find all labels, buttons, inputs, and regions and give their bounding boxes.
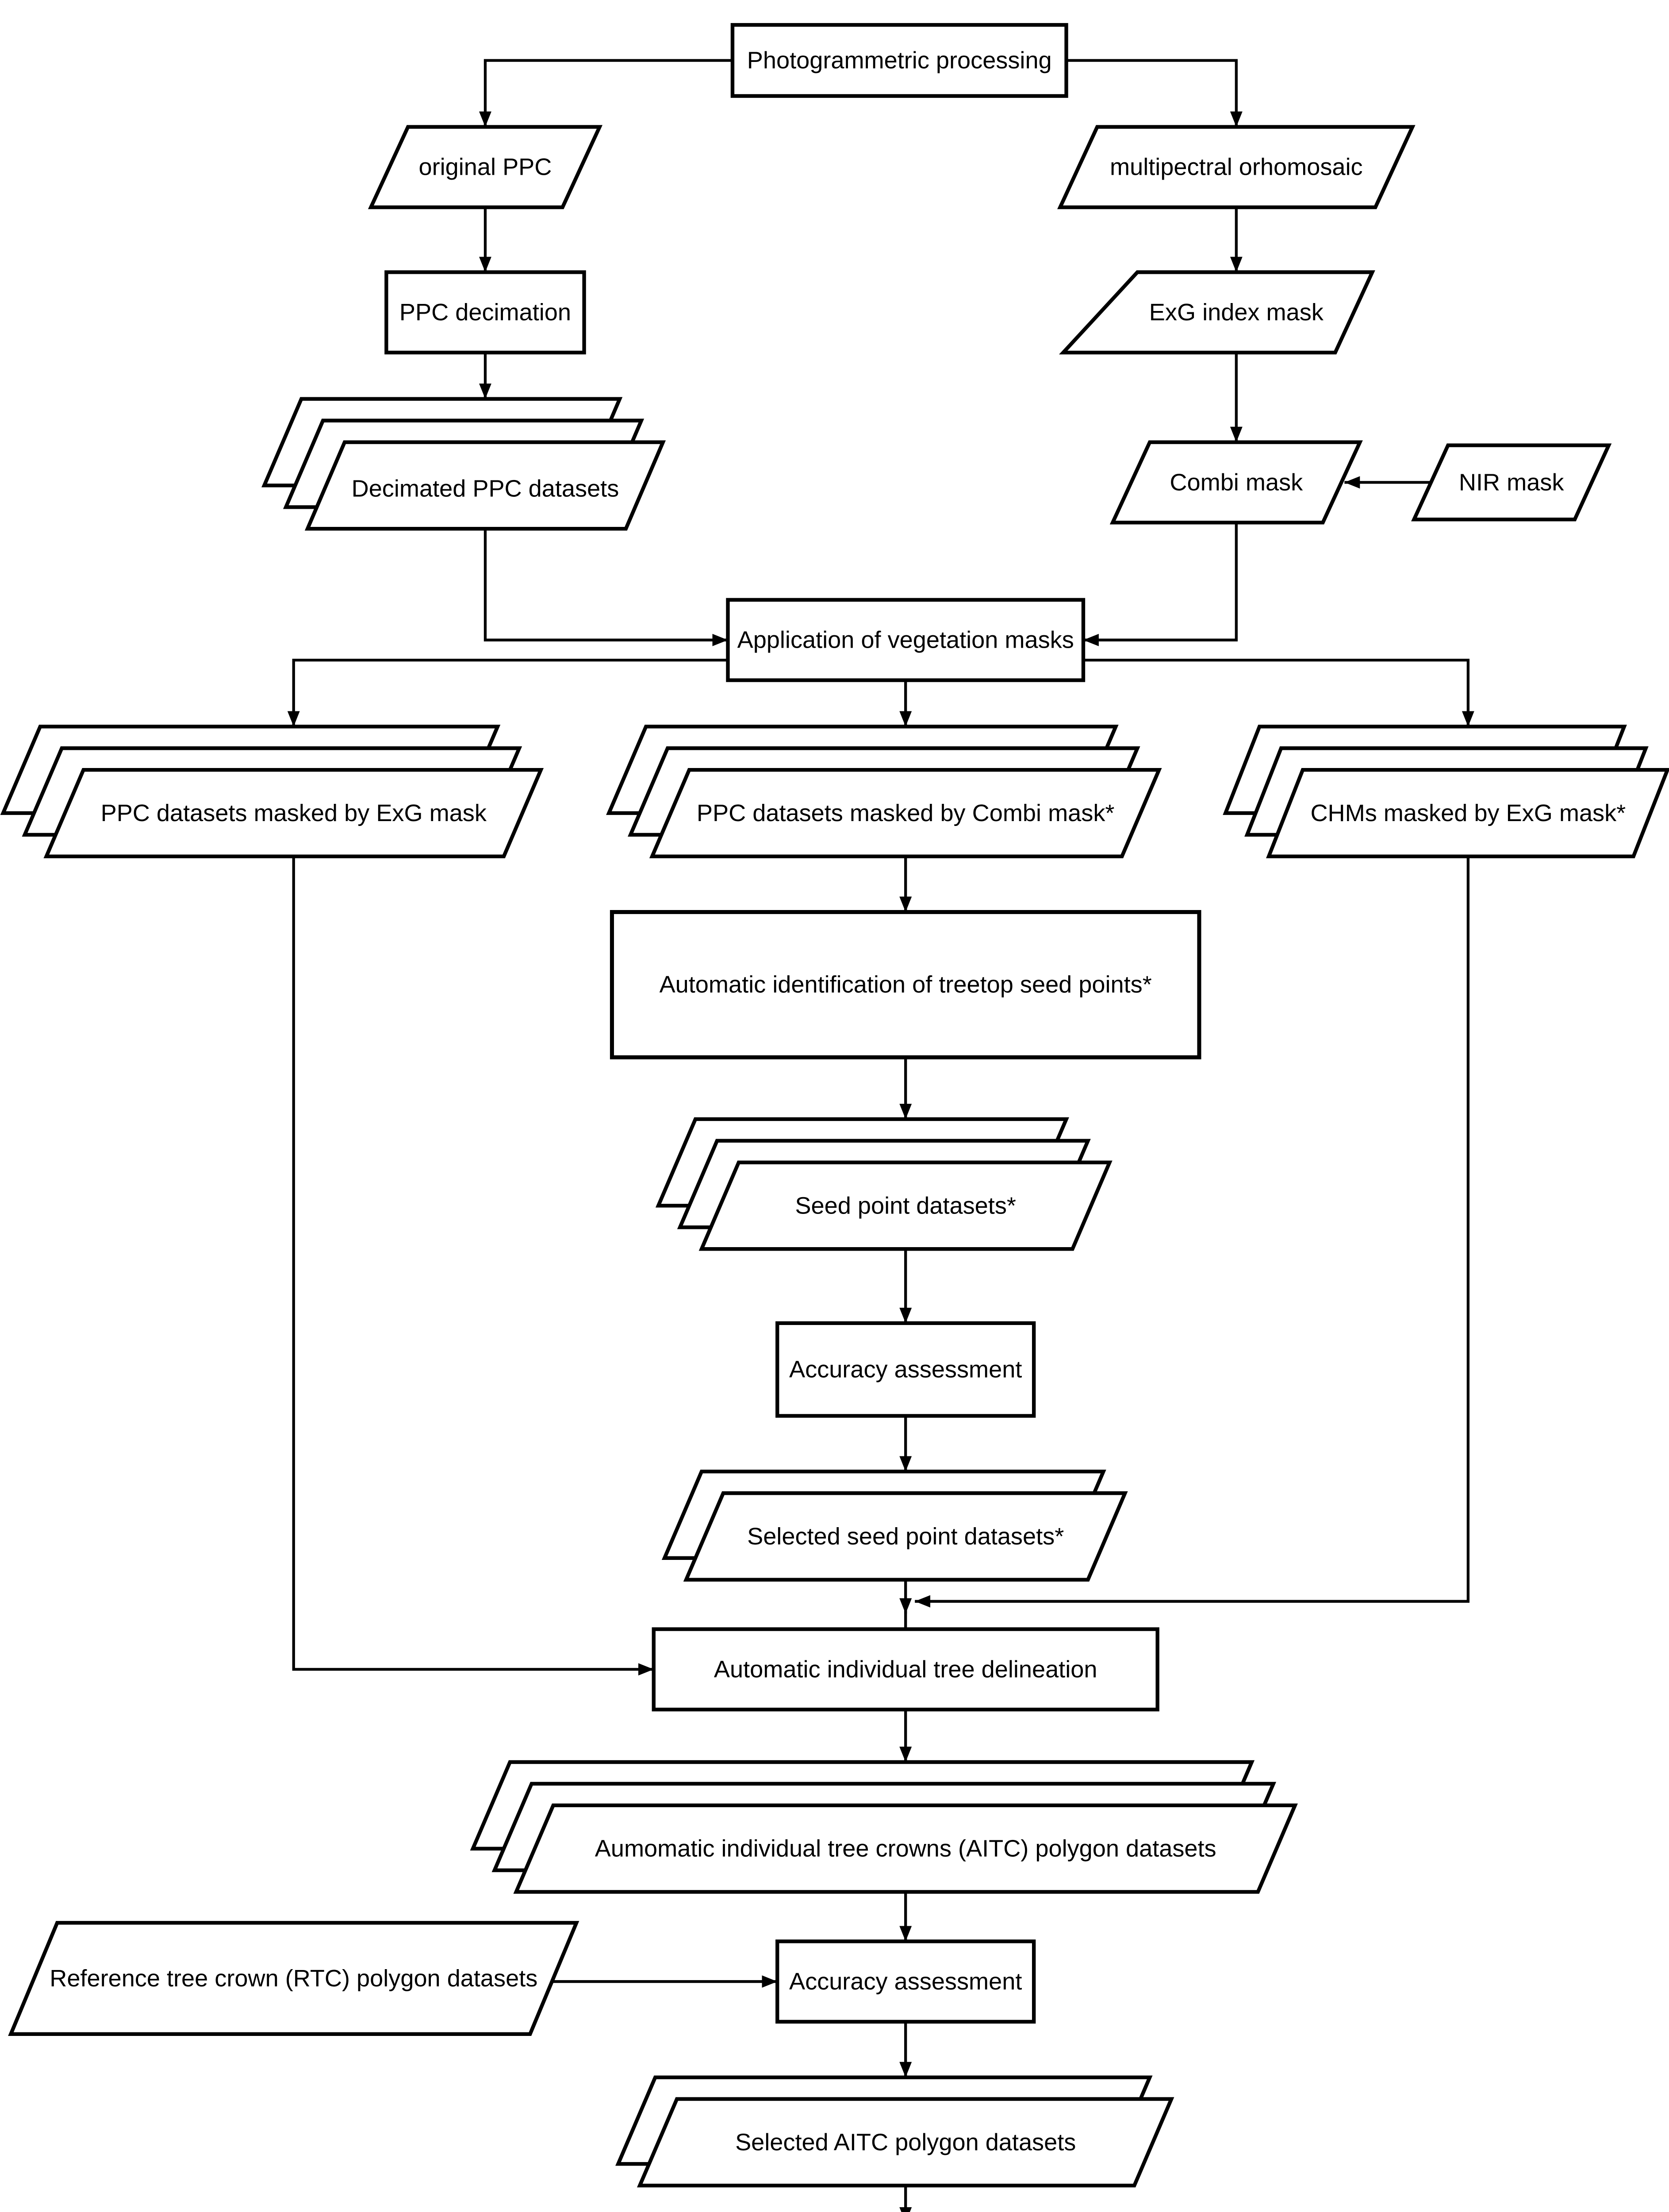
node-label: Automatic identification of treetop seed… — [660, 972, 1152, 998]
node-layer: Photogrammetric processing original PPC … — [0, 23, 1669, 2188]
node-combi-mask: Combi mask — [1109, 440, 1363, 525]
edge-decimated-to-application — [483, 529, 728, 646]
data-parallelogram — [1057, 125, 1416, 209]
edge-chms-to-delineation — [915, 856, 1469, 1608]
process-box — [610, 910, 1201, 1060]
edge-layer — [287, 59, 1474, 2212]
node-label: ExG index mask — [1149, 299, 1324, 326]
stack-layer-front — [637, 2097, 1174, 2188]
process-box — [775, 1939, 1036, 2024]
process-box — [726, 598, 1086, 682]
node-original-ppc: original PPC — [368, 125, 603, 209]
edge-application-to-exg-masked-ppc — [287, 658, 728, 727]
data-parallelogram — [1109, 440, 1363, 525]
stack-layer-front — [43, 768, 544, 858]
node-photogrammetric-processing: Photogrammetric processing — [730, 23, 1068, 98]
node-label: multipectral orhomosaic — [1110, 154, 1363, 180]
data-parallelogram — [368, 125, 603, 209]
node-label: Selected AITC polygon datasets — [735, 2129, 1076, 2155]
node-accuracy-assessment-seed: Accuracy assessment — [775, 1321, 1036, 1418]
node-application-vegetation-masks: Application of vegetation masks — [726, 598, 1086, 682]
node-selected-seed-point-datasets: Selected seed point datasets* — [661, 1470, 1128, 1582]
process-box — [775, 1321, 1036, 1418]
edge-processing-to-orthomosaic — [1066, 59, 1243, 127]
node-label: Aumomatic individual tree crowns (AITC) … — [595, 1836, 1216, 1862]
process-box — [384, 270, 586, 355]
node-reference-rtc-datasets: Reference tree crown (RTC) polygon datas… — [8, 1921, 579, 2036]
node-ppc-masked-combi: PPC datasets masked by Combi mask* — [606, 725, 1162, 858]
node-exg-index-mask: ExG index mask — [1059, 270, 1375, 355]
edge-processing-to-original-ppc — [479, 59, 733, 127]
node-label: Decimated PPC datasets — [352, 475, 619, 502]
node-label: Photogrammetric processing — [747, 47, 1052, 74]
node-label: Seed point datasets* — [795, 1192, 1016, 1219]
data-parallelogram — [1059, 270, 1375, 355]
data-parallelogram — [1411, 443, 1612, 522]
node-ppc-decimation: PPC decimation — [384, 270, 586, 355]
node-label: PPC datasets masked by ExG mask — [101, 800, 487, 826]
edge-exg-masked-ppc-to-delineation — [292, 856, 654, 1676]
stack-layer-front — [1266, 768, 1669, 858]
node-selected-aitc-datasets: Selected AITC polygon datasets — [615, 2075, 1174, 2188]
edge-application-to-exg-masked-chms — [1083, 658, 1474, 727]
stack-layer-front — [698, 1160, 1113, 1251]
node-label: NIR mask — [1459, 469, 1565, 495]
node-label: PPC datasets masked by Combi mask* — [697, 800, 1115, 826]
stack-layer-front — [683, 1491, 1128, 1582]
node-ppc-masked-exg: PPC datasets masked by ExG mask — [0, 725, 544, 858]
process-box — [730, 23, 1068, 98]
stack-layer-front — [649, 768, 1162, 858]
node-multispectral-orthomosaic: multipectral orhomosaic — [1057, 125, 1416, 209]
node-label: Selected seed point datasets* — [747, 1523, 1064, 1550]
node-chms-masked-exg: CHMs masked by ExG mask* — [1223, 725, 1669, 858]
node-label: Reference tree crown (RTC) polygon datas… — [50, 1965, 537, 1992]
node-label: Automatic individual tree delineation — [714, 1656, 1097, 1682]
stack-layer-front — [304, 440, 666, 531]
node-label: Accuracy assessment — [789, 1356, 1022, 1383]
node-treetop-identification: Automatic identification of treetop seed… — [610, 910, 1201, 1060]
node-label: Accuracy assessment — [789, 1968, 1022, 1995]
node-label: original PPC — [419, 154, 552, 180]
node-label: CHMs masked by ExG mask* — [1310, 800, 1626, 826]
node-accuracy-assessment-aitc: Accuracy assessment — [775, 1939, 1036, 2024]
node-tree-delineation: Automatic individual tree delineation — [652, 1627, 1159, 1712]
edge-combi-to-application — [1083, 522, 1238, 646]
process-box — [652, 1627, 1159, 1712]
data-parallelogram — [8, 1921, 579, 2036]
node-seed-point-datasets: Seed point datasets* — [655, 1117, 1113, 1251]
node-label: Application of vegetation masks — [737, 627, 1074, 653]
node-label: Combi mask — [1170, 469, 1303, 495]
node-nir-mask: NIR mask — [1411, 443, 1612, 522]
stack-layer-front — [513, 1803, 1298, 1894]
node-label: PPC decimation — [399, 299, 571, 326]
node-decimated-ppc-datasets: Decimated PPC datasets — [261, 397, 666, 531]
node-aitc-polygon-datasets: Aumomatic individual tree crowns (AITC) … — [470, 1760, 1298, 1894]
